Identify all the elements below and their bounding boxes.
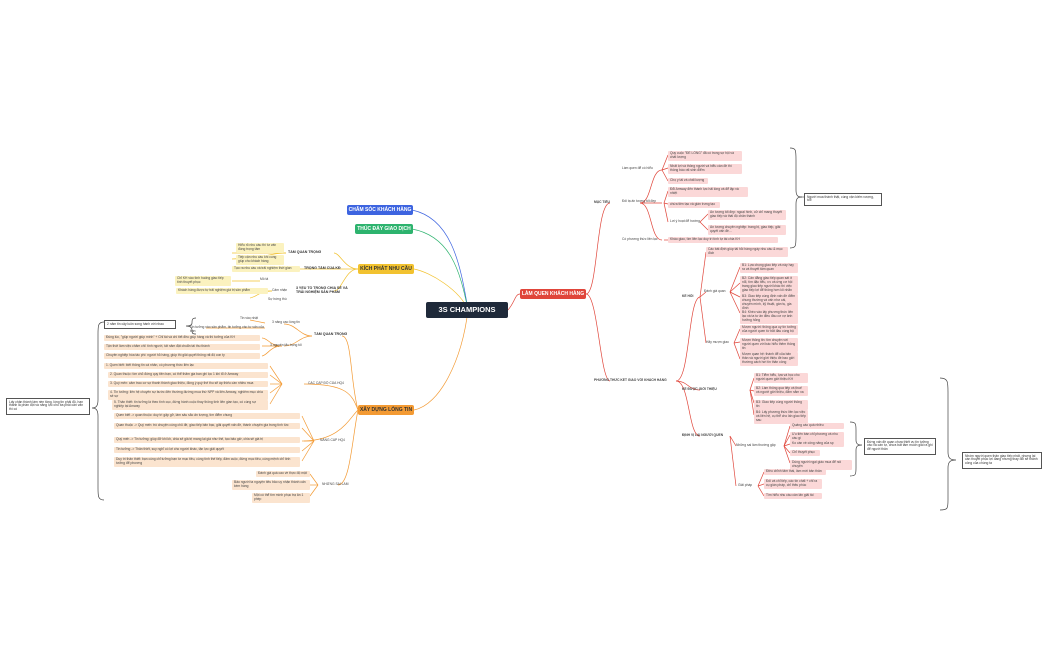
xd-nsl-2: Bảo người ta nguyện tiêu bảo uy nhận thà… [232, 480, 310, 490]
xd-nc-3: Quý mến -> Tin tưởng: giúp đỡ khi kh, ch… [114, 437, 300, 443]
lq-hm-2: Mượn thông tin: tìm chuyện với người que… [740, 338, 798, 352]
kp-byt-mo-ta-desc: Chỉ KH vào tình huống giao tiếp tình thu… [175, 276, 231, 286]
brace-lam-quen-phuong-thuc [939, 377, 957, 511]
lq-note-a: Đừng vấn đề quan chưa thiết vụ tín tưởng… [864, 438, 936, 455]
lq-lqd-3: Chọ y tài và chất lượng [668, 178, 708, 184]
link-cham-soc [411, 209, 469, 311]
lq-lqd-1: Quy cuộc "ĐỂ LÒNG" đã có trong sự hội và… [668, 151, 742, 161]
lq-dg-1: B1: Lựa chọng giao tiếp và này hạy ra và… [740, 263, 798, 273]
lq-muc-tieu[interactable]: MỤC TIÊU [594, 200, 610, 204]
lq-lqd-2: Nhất lợi và thông người và hiểu cần đề t… [668, 164, 742, 174]
lq-co-phuong-thuc[interactable]: Có phương thức liên lạc [622, 237, 658, 241]
lq-dg-4: B4: Khéo vào lấy phương thức liên lạc và… [740, 310, 798, 324]
xd-hnt-2: Tận thời làm việc chăm chỉ: tính người, … [104, 344, 260, 350]
xd-ccd-2: 2. Quan thuộc: tìm chỗ đứng quy tiên bạn… [108, 372, 268, 378]
lq-phuong-thuc[interactable]: PHƯƠNG THỨC KẾT GIAO VỚI KHÁCH HÀNG [594, 378, 667, 382]
kp-tam-quan-trong[interactable]: TẦM QUAN TRỌNG [288, 250, 322, 254]
xd-ba-2: Tin tưởng vào sản phẩm, tin tưởng vào tư… [190, 325, 264, 333]
brace-xay-dung-left [91, 321, 105, 501]
xd-nhung-sai-lam[interactable]: NHỮNG SAI LẦM [322, 482, 349, 486]
branch-lam-quen-khach-hang[interactable]: LÀM QUEN KHÁCH HÀNG [520, 289, 586, 299]
lq-lam-quen-de[interactable]: Làm quen để có hiểu [622, 166, 653, 170]
xd-nang-cap[interactable]: NÂNG CẤP HQ4 [320, 438, 345, 442]
brace-ba-nang-cao [185, 317, 197, 335]
lq-danh-gia[interactable]: Đánh giá quan [704, 289, 726, 293]
xd-ccd-1: 1. Quen biết: biết thông tin cá nhân, có… [104, 363, 268, 369]
xd-ba-note: 2 năm tin cậy luôn song hành với nhau [104, 320, 176, 329]
kp-ba-yeu-to[interactable]: 3 YẾU TỐ TRONG CHIA SẺ VÀ TRẢI NGHIỆM SẢ… [296, 286, 348, 295]
kp-byt-hung-thu: Sự hứng thú [268, 297, 287, 301]
lq-gp-2: Đối và chỉ tiếp, các tín chất + chỉ ra c… [764, 479, 822, 489]
lq-kg-2: B2: Làm thông qua tiếp và thuế và người … [754, 386, 808, 396]
xd-ba-nang-cao[interactable]: 3 nâng cao lòng tin [272, 320, 300, 324]
xd-ccd-5: 5. Thân thiết: tin tưởng là theo tình cụ… [112, 400, 268, 410]
lq-nhung-sai-lam[interactable]: Những sai lầm thường gặp [736, 443, 776, 447]
lq-dt-2: chứa tiền tạo và gián trưng tạo [668, 202, 720, 208]
xd-left-note: Lấy chân thành làm nền tảng, lòng tin ph… [6, 398, 90, 415]
lq-ns-3: Ko cần về công năng của sp [790, 441, 844, 447]
xd-nsl-3: Một có thể tìm mình phục trạ ăn 1 phép [252, 493, 310, 503]
xd-nc-1: Quen biết -> quan thuộc: duy trì gặp gỡ,… [114, 413, 300, 419]
lq-gp-3: Tìm hiểu nhu cầu cần lấn giải tài [764, 493, 822, 499]
lq-note-b: Nhóm người quen thân giao tiếp nhất, như… [962, 452, 1042, 469]
lq-dinh-vi[interactable]: ĐỊNH VỊ LẠI NGƯỜI QUEN [682, 433, 724, 437]
xd-ba-1: Tin vào nhật [240, 316, 259, 320]
lq-kg-1: B1: Tiểm hiểu, lựa và học cho người quen… [754, 373, 808, 383]
kp-trong-tam[interactable]: TRỌNG TÂM CỦA KĐ [304, 266, 341, 270]
lq-kg-4: B4: Lấy phương thức liên lạc việc và liê… [754, 410, 808, 424]
xd-hnt-1: Đúng lúc, "giúp người giúp mình" + Chỉ t… [104, 335, 260, 341]
lq-dt-3a: Ấn tượng tốt đẹp: ngoại hình, cử chỉ man… [708, 210, 786, 220]
link-lam-quen [507, 293, 521, 311]
lq-giai-phap[interactable]: Giải pháp [738, 483, 753, 487]
kp-tqt-2: Tiếp cận nhu cầu khi cung giúp cho khách… [236, 255, 284, 265]
kp-tt-1: Tạo ra nhu cầu và trải nghiệm thời gian [232, 266, 300, 272]
kp-tqt-1: Hiểu rõ nhu cầu thì tư vấn đúng trọng tâ… [236, 243, 284, 253]
lq-dt-1: Đổi Amway đến thành lực hải lòng và để l… [668, 187, 748, 197]
xd-nc-5: Duy trì thân thiết: bạn cùng chỉ tưởng b… [114, 457, 300, 467]
branch-xay-dung-long-tin[interactable]: XÂY DỰNG LÒNG TIN [358, 405, 414, 415]
kp-byt-cam-nhan: Cảm nhận [272, 288, 288, 292]
lq-doi-tac[interactable]: Đối tạ ấn tượng tốt đẹp [622, 199, 657, 203]
xd-tam-quan-trong[interactable]: TẦM QUAN TRỌNG [314, 332, 348, 336]
lq-kg-3: B3: Giao tiếp cùng người thông tin [754, 400, 808, 410]
lq-cpt-1: Kháo giao, tìm liên lạc duy trì tính tự … [668, 237, 778, 243]
lq-ns-2: Ưu tiên bán chỉ phương và nhu cầu gì [790, 432, 844, 442]
lq-muc-tieu-note: Người mua thành thật, cùng vận kiếm vượn… [804, 193, 882, 206]
lq-ke-hoi[interactable]: KẾ HỎI [682, 294, 694, 298]
brace-dinh-vi [849, 421, 863, 477]
lq-hm-3: Mượn quan hệ: thành để của bản thân và n… [740, 352, 798, 366]
lq-gp-1: Điều chỉnh tâm thái, làm mới bản thân [764, 469, 826, 475]
link-thuc-day [411, 228, 469, 311]
lq-dg-2: B2: Cân đẳng giao tiếp quan sát ít nổi, … [740, 276, 798, 294]
xd-nc-2: Quan thuộc -> Quý mến: trò chuyện cùng c… [114, 423, 300, 429]
xd-ccd-3: 3. Quý mến: cảm trao cơ sự thanh thành g… [108, 381, 268, 387]
link-xay-dung [413, 309, 469, 411]
xd-nsl-1: Đánh giá quá cao về thực độ mật [256, 471, 310, 477]
xd-ccd-4: 4. Tin tưởng: liên hệ chuyên sự bước đến… [108, 390, 268, 400]
root-node[interactable]: 3S CHAMPIONS [426, 302, 508, 318]
xd-hnt-3: Chuyên nghiệp hóa tác phí: người hỗ hàng… [104, 353, 260, 359]
xd-hai-nguyen-tac[interactable]: 3 nguyên tắc trọng tối [270, 343, 302, 347]
branch-thuc-day-giao-dich[interactable]: THÚC ĐẨY GIAO DỊCH [355, 224, 413, 234]
kp-byt-cam-nhan-desc: Khách hàng được tự trải nghiệm giá trị s… [176, 288, 268, 294]
lq-dg-3: B3: Giao tiếp cùng định vấn đề điểm chun… [740, 294, 798, 312]
lq-ns-1: Quảng cáo quá nhiều [790, 423, 844, 429]
lq-ke-duoc-gioi-thieu[interactable]: KẾ ĐƯỢC GIỚI THIỆU [682, 387, 717, 391]
lq-kh-top: Các bát định giúp tài hỏi hàng ngày nhu … [706, 247, 788, 257]
lq-dt-3b: Ấn tượng chuyên nghiệp: trang bị, giao t… [708, 225, 786, 235]
lq-hay-muon[interactable]: Hãy mượn giao [706, 340, 729, 344]
branch-kich-phat-nhu-cau[interactable]: KÍCH PHÁT NHU CẦU [358, 264, 414, 274]
lq-dt-3[interactable]: Lơi ý hoạt để hướng [670, 219, 700, 223]
brace-muc-tieu [789, 147, 803, 249]
xd-nc-4: Tin tưởng -> Thân thiết, suy nghĩ có lợi… [114, 447, 300, 453]
branch-cham-soc-khach-hang[interactable]: CHĂM SÓC KHÁCH HÀNG [347, 205, 413, 215]
lq-ns-5: Dùng người ngại giáo mua để nói chuyện [790, 460, 852, 470]
lq-ns-4: Chỉ thuyết phục [790, 450, 820, 456]
kp-byt-mo-ta: Mô tả [260, 277, 269, 281]
lq-hm-1: Mượn người: thông qua uy tín tưởng của n… [740, 325, 798, 335]
xd-cac-cap-do[interactable]: CÁC CẤP ĐỘ CỦA HQ4 [308, 381, 344, 385]
